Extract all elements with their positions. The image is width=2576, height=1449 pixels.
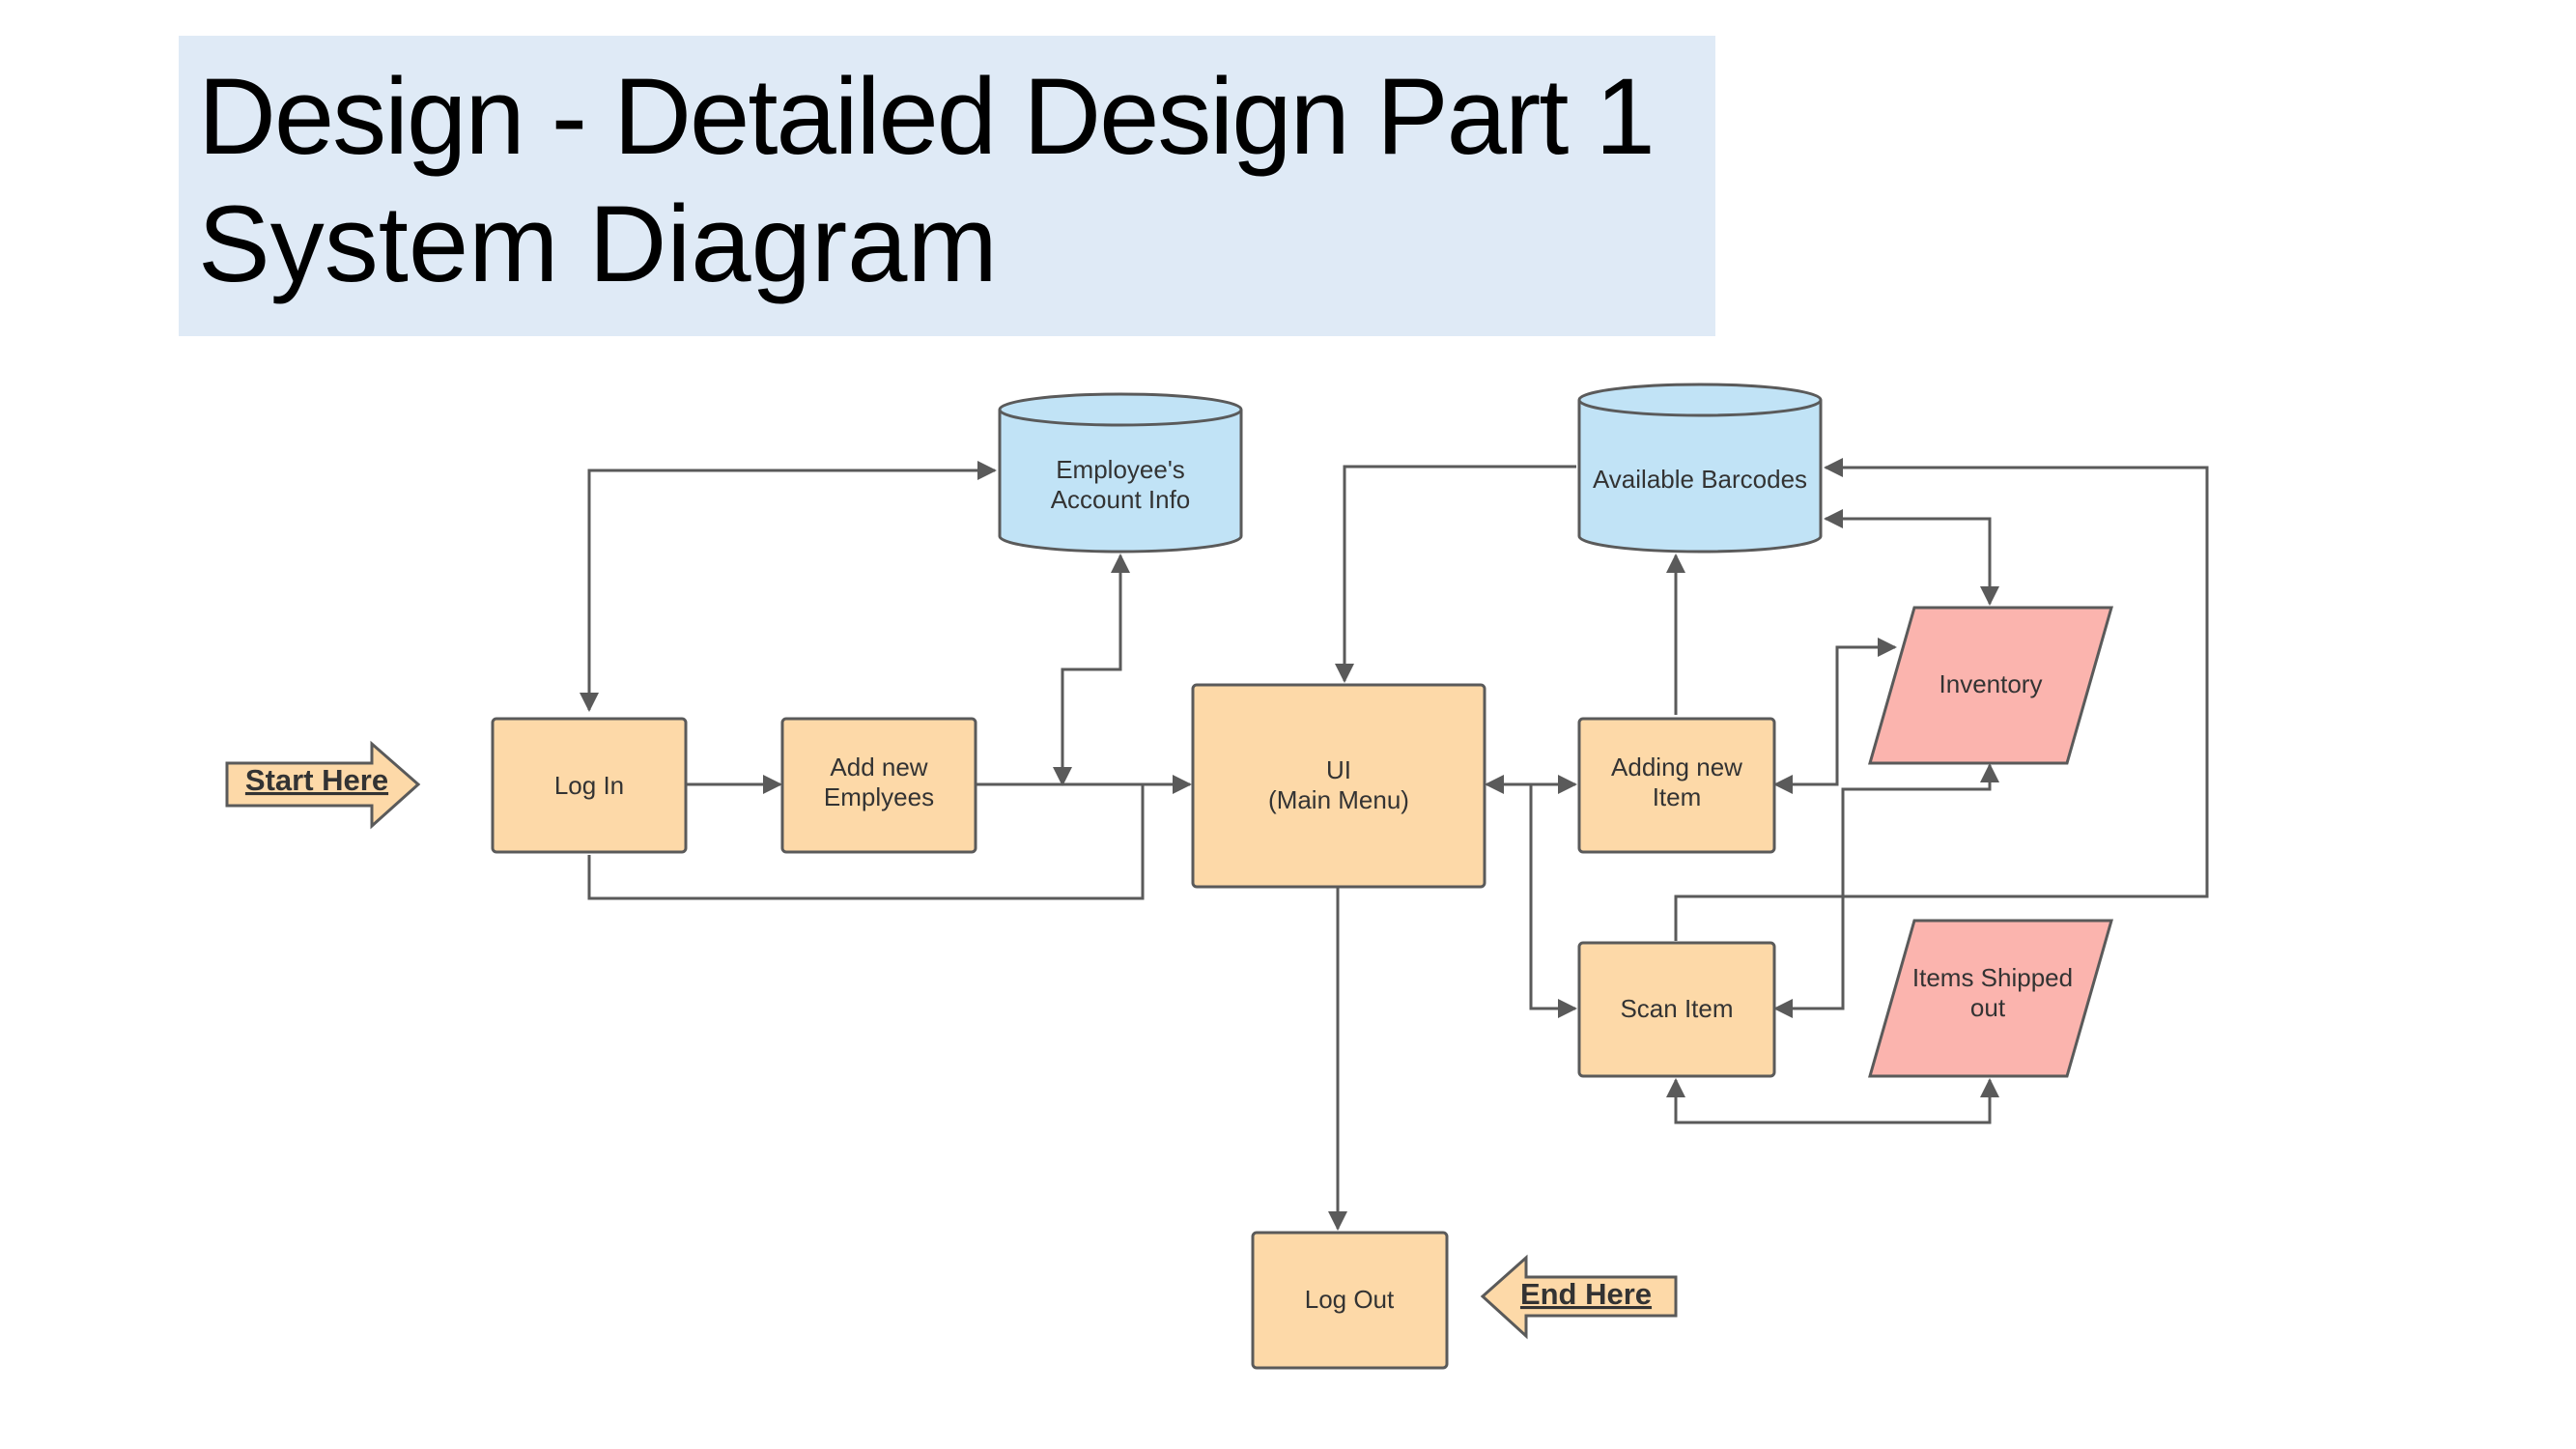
start-here-label: Start Here xyxy=(245,763,388,797)
edge-login-ui xyxy=(587,784,1145,900)
page-title: Design - Detailed Design Part 1 xyxy=(198,56,1656,177)
svg-text:Scan Item: Scan Item xyxy=(1620,994,1733,1023)
svg-text:out: out xyxy=(1970,993,2006,1022)
edge-ui-scan-item xyxy=(1529,784,1577,1018)
svg-text:Items Shipped: Items Shipped xyxy=(1912,963,2073,992)
end-here-label: End Here xyxy=(1520,1277,1652,1311)
svg-text:Item: Item xyxy=(1653,782,1702,811)
title-box xyxy=(179,36,1715,336)
add-employees-box: Add new Emplyees xyxy=(780,717,977,854)
svg-text:Inventory: Inventory xyxy=(1939,669,2043,698)
edge-scan-item-shipped xyxy=(1666,1078,1999,1124)
start-here-arrow: Start Here xyxy=(225,740,421,830)
end-here-arrow: End Here xyxy=(1480,1254,1678,1340)
login-box: Log In xyxy=(491,717,688,854)
edge-barcodes-inventory xyxy=(1824,509,1999,606)
edge-inventory-scan-item xyxy=(1773,763,1999,1018)
svg-text:UI: UI xyxy=(1326,755,1351,784)
edge-barcodes-ui xyxy=(1335,465,1576,683)
add-item-box: Adding new Item xyxy=(1577,717,1776,854)
svg-text:Add new: Add new xyxy=(830,753,927,781)
edge-employee-db-ui xyxy=(1053,554,1130,786)
svg-text:Available Barcodes: Available Barcodes xyxy=(1593,465,1807,494)
svg-text:Emplyees: Emplyees xyxy=(824,782,934,811)
items-shipped-io: Items Shipped out xyxy=(1868,919,2113,1078)
inventory-io: Inventory xyxy=(1868,606,2113,765)
edge-login-employee-db xyxy=(580,461,997,712)
svg-text:Account Info: Account Info xyxy=(1051,485,1191,514)
svg-text:(Main Menu): (Main Menu) xyxy=(1268,785,1409,814)
scan-item-box: Scan Item xyxy=(1577,941,1776,1078)
logout-box: Log Out xyxy=(1251,1231,1449,1370)
edge-scan-item-barcodes xyxy=(1674,458,2209,941)
available-barcodes-db: Available Barcodes xyxy=(1577,383,1823,554)
ui-main-menu-box: UI (Main Menu) xyxy=(1191,683,1486,889)
employee-account-db: Employee's Account Info xyxy=(998,392,1243,554)
svg-text:Log Out: Log Out xyxy=(1305,1285,1395,1314)
page-subtitle: System Diagram xyxy=(198,184,998,304)
svg-text:Adding new: Adding new xyxy=(1611,753,1742,781)
svg-text:Log In: Log In xyxy=(554,771,624,800)
svg-text:Employee's: Employee's xyxy=(1056,455,1185,484)
